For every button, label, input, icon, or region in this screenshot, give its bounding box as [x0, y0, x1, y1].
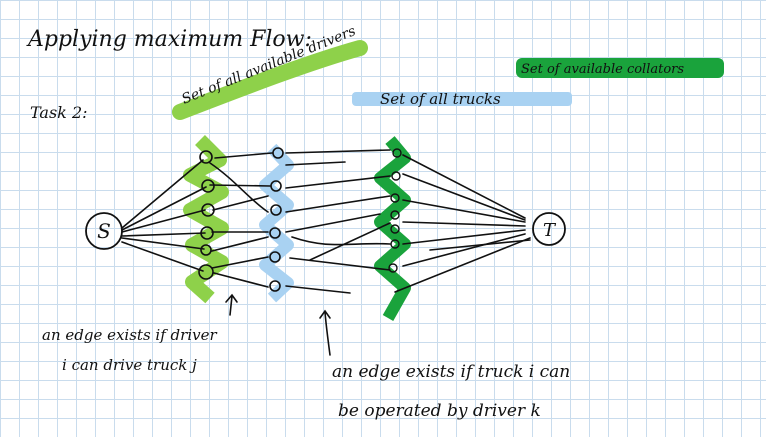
driver-node	[198, 264, 214, 280]
source-node-label: S	[97, 219, 111, 243]
edge-d-t4	[212, 195, 269, 211]
edge-t-c2	[285, 161, 346, 166]
highlights	[172, 40, 724, 321]
edge-s-d5	[121, 237, 205, 250]
edge-s-d1	[121, 159, 204, 229]
task-label: Task 2:	[30, 103, 88, 122]
annotation-truck-collator-line2: be operated by driver k	[338, 401, 541, 421]
edge-c-t1	[402, 154, 526, 219]
truck-node	[270, 204, 282, 216]
edge-c-t2	[402, 173, 526, 221]
truck-node	[270, 180, 282, 192]
edge-d-t7	[211, 256, 269, 269]
collator-node	[388, 263, 398, 273]
edge-d-t6	[211, 236, 269, 252]
collator-node	[390, 193, 400, 203]
truck-node	[269, 280, 281, 292]
collator-nodes	[388, 148, 402, 273]
annotation-truck-collator-line1: an edge exists if truck i can	[332, 362, 570, 382]
trucks-set-label: Set of all trucks	[380, 90, 501, 108]
annotation-driver-truck-line2: i can drive truck j	[62, 356, 197, 374]
edge-d-t1	[214, 152, 273, 159]
driver-node	[200, 226, 214, 240]
edge-t-c7	[289, 257, 391, 271]
sink-node-label: T	[543, 220, 557, 241]
page-title: Applying maximum Flow:	[26, 27, 312, 52]
truck-node	[269, 251, 281, 263]
driver-nodes	[198, 150, 215, 280]
arrows	[225, 293, 331, 356]
edge-t-c6	[291, 236, 391, 246]
arrow-truck-collator	[319, 309, 331, 356]
edge-d-t8	[213, 272, 269, 288]
edge-t-c8	[285, 285, 351, 294]
arrow-driver-truck	[225, 293, 238, 316]
edge-s-d6	[121, 241, 204, 272]
truck-nodes	[269, 147, 284, 292]
collator-node	[391, 171, 401, 181]
edge-t-c3	[285, 175, 391, 189]
driver-node	[199, 150, 213, 164]
edge-c-t8	[429, 239, 531, 251]
trucks-column-highlight	[259, 143, 294, 303]
truck-node	[272, 147, 284, 159]
edges	[121, 149, 531, 294]
edge-s-d3	[121, 209, 206, 233]
edge-c-t3	[402, 199, 526, 223]
driver-node	[201, 179, 215, 193]
collator-node	[392, 148, 402, 158]
source-node: S	[85, 212, 123, 250]
edge-s-d4	[121, 232, 206, 237]
edge-t-c4	[285, 195, 391, 213]
truck-node	[269, 227, 281, 239]
edge-d-t2	[209, 162, 269, 213]
sink-node: T	[532, 212, 566, 246]
collators-set-label: Set of available collators	[521, 62, 684, 77]
collators-label-highlight	[516, 58, 724, 78]
edge-s-d2	[121, 186, 207, 231]
collator-node	[390, 210, 400, 220]
drivers-column-highlight	[183, 135, 229, 304]
edge-c-t7	[394, 237, 531, 293]
collator-node	[390, 224, 400, 234]
collators-column-highlight	[374, 136, 411, 321]
driver-node	[200, 244, 212, 256]
edge-c-t5	[402, 229, 526, 245]
edge-d-t3	[209, 184, 271, 187]
trucks-label-highlight	[352, 92, 572, 106]
driver-node	[201, 203, 215, 217]
annotation-driver-truck-line1: an edge exists if driver	[42, 326, 217, 344]
edge-t-c1	[285, 149, 391, 154]
collator-node	[390, 239, 400, 249]
edge-t-c9	[309, 222, 391, 261]
edge-c-t4	[402, 221, 526, 227]
drivers-label-highlight	[172, 40, 368, 120]
edge-c-t6	[402, 233, 526, 267]
edge-t-c5	[285, 213, 381, 233]
